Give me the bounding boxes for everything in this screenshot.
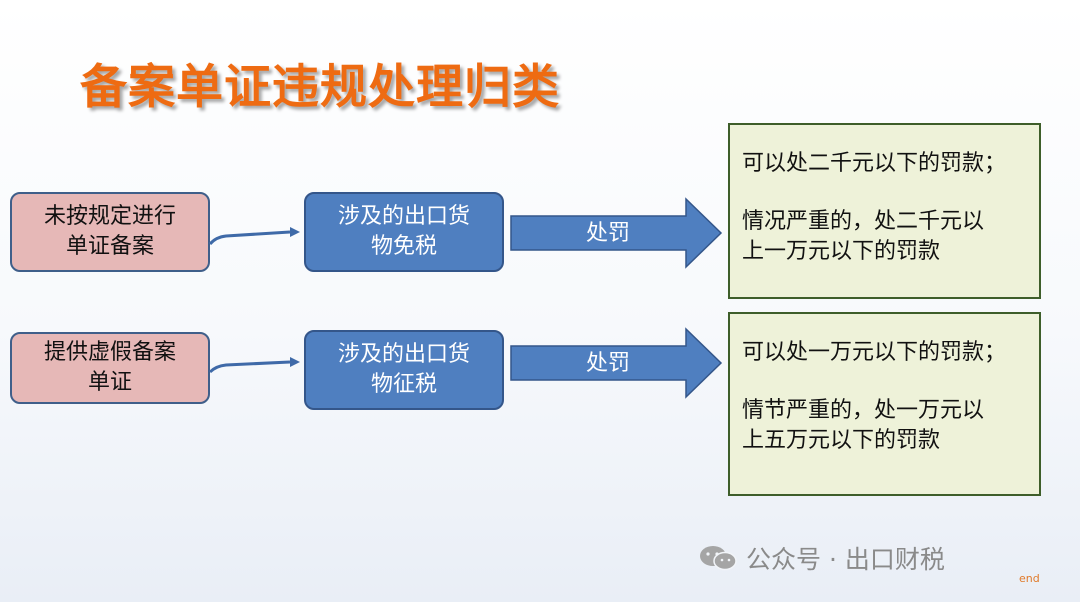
- page-title: 备案单证违规处理归类: [80, 60, 560, 115]
- result-box-2: 可以处一万元以下的罚款； 情节严重的，处一万元以 上五万元以下的罚款: [728, 312, 1041, 496]
- violation-box-2: 提供虚假备案 单证: [10, 332, 210, 404]
- goods-line: 涉及的出口货: [337, 204, 470, 229]
- result-line: 可以处一万元以下的罚款；: [742, 340, 1007, 365]
- goods-box-2: 涉及的出口货 物征税: [304, 330, 504, 410]
- penalty-label-2: 处罚: [585, 351, 630, 376]
- penalty-arrow-2: [510, 327, 723, 399]
- goods-box-1: 涉及的出口货 物免税: [304, 192, 504, 272]
- wechat-icon: [700, 546, 737, 571]
- violation-line: 未按规定进行: [43, 204, 176, 229]
- penalty-label-1: 处罚: [585, 221, 630, 246]
- violation-line: 提供虚假备案: [43, 340, 176, 365]
- result-line: 情节严重的，处一万元以: [742, 398, 985, 423]
- result-box-1: 可以处二千元以下的罚款； 情况严重的，处二千元以 上一万元以下的罚款: [728, 123, 1041, 299]
- result-line: 情况严重的，处二千元以: [742, 209, 985, 234]
- penalty-arrow-1: [510, 197, 723, 269]
- result-line: 可以处二千元以下的罚款；: [742, 151, 1007, 176]
- goods-line: 物征税: [370, 372, 437, 397]
- goods-line: 涉及的出口货: [337, 342, 470, 367]
- violation-line: 单证: [87, 370, 132, 395]
- result-line: 上一万元以下的罚款: [742, 239, 941, 264]
- violation-line: 单证备案: [65, 234, 154, 259]
- result-line: 上五万元以下的罚款: [742, 428, 941, 453]
- watermark-text: 公众号 · 出口财税: [746, 545, 945, 574]
- watermark: 公众号 · 出口财税: [698, 540, 945, 576]
- violation-box-1: 未按规定进行 单证备案: [10, 192, 210, 272]
- goods-line: 物免税: [370, 234, 437, 259]
- end-label: end: [1019, 572, 1040, 585]
